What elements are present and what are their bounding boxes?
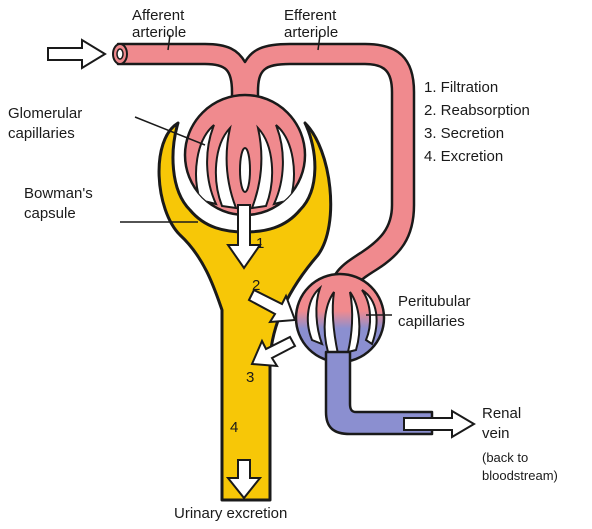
- renal-label-2: vein: [482, 425, 510, 442]
- process-item: 3. Secretion: [424, 125, 504, 142]
- peritubular-capillaries: [296, 274, 384, 362]
- renal-label-1: Renal: [482, 405, 521, 422]
- step-number-2: 2: [252, 277, 260, 294]
- renal-label-3: (back to: [482, 450, 528, 465]
- afferent-label-1: Afferent: [132, 7, 185, 24]
- process-item: 1. Filtration: [424, 79, 498, 96]
- afferent-label-2: arteriole: [132, 24, 186, 41]
- inflow-arrow: [48, 40, 105, 68]
- glomerular-label-1: Glomerular: [8, 105, 82, 122]
- process-item: 4. Excretion: [424, 148, 503, 165]
- urinary-excretion-label: Urinary excretion: [174, 505, 287, 522]
- glomerular-label-2: capillaries: [8, 125, 75, 142]
- process-item: 2. Reabsorption: [424, 102, 530, 119]
- bowman-label-1: Bowman's: [24, 185, 93, 202]
- bowman-label-2: capsule: [24, 205, 76, 222]
- efferent-label-1: Efferent: [284, 7, 337, 24]
- step-number-3: 3: [246, 369, 254, 386]
- glomerulus: [185, 95, 305, 215]
- peritubular-label-1: Peritubular: [398, 293, 471, 310]
- peritubular-label-2: capillaries: [398, 313, 465, 330]
- renal-label-4: bloodstream): [482, 468, 558, 483]
- afferent-lumen: [117, 49, 123, 59]
- step-number-4: 4: [230, 419, 238, 436]
- efferent-label-2: arteriole: [284, 24, 338, 41]
- step-number-1: 1: [256, 235, 264, 252]
